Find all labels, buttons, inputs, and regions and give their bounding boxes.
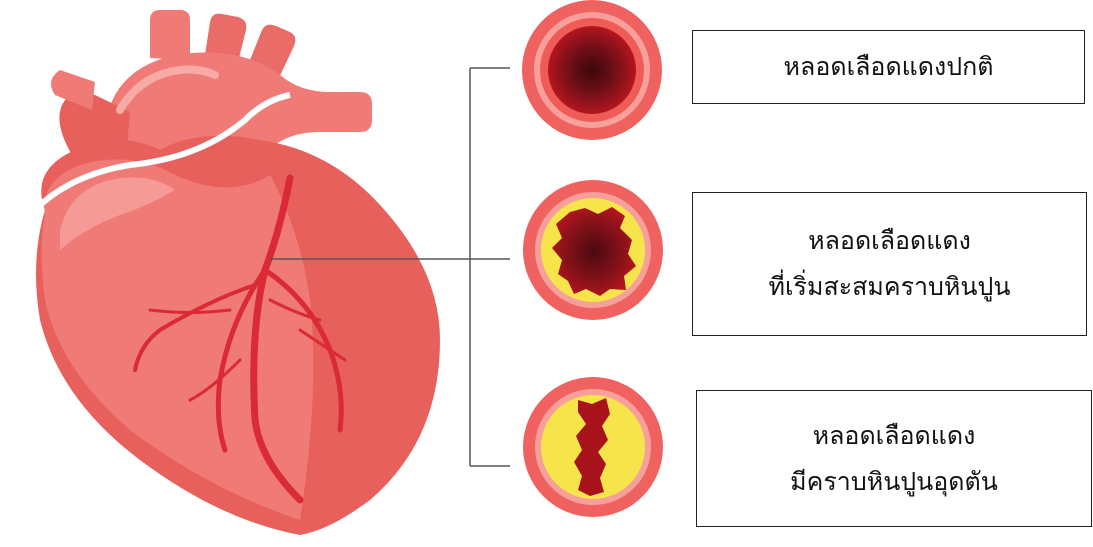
vessel-cross-section-normal (522, 0, 662, 140)
label-early-plaque-line1: หลอดเลือดแดง (808, 218, 971, 264)
vessel-cross-section-early-plaque (523, 180, 663, 320)
label-blocked-artery: หลอดเลือดแดง มีคราบหินปูนอุดตัน (696, 390, 1092, 527)
vessel-cross-section-blocked (523, 377, 663, 517)
label-blocked-line1: หลอดเลือดแดง (813, 413, 976, 459)
label-early-plaque-line2: ที่เริ่มสะสมคราบหินปูน (769, 264, 1011, 310)
label-normal-line1: หลอดเลือดแดงปกติ (784, 44, 994, 90)
label-normal-artery: หลอดเลือดแดงปกติ (692, 30, 1085, 104)
artery-branch-1 (150, 10, 190, 60)
label-blocked-line2: มีคราบหินปูนอุดตัน (790, 459, 998, 505)
heart-illustration (35, 10, 440, 535)
label-early-plaque: หลอดเลือดแดง ที่เริ่มสะสมคราบหินปูน (692, 192, 1087, 336)
